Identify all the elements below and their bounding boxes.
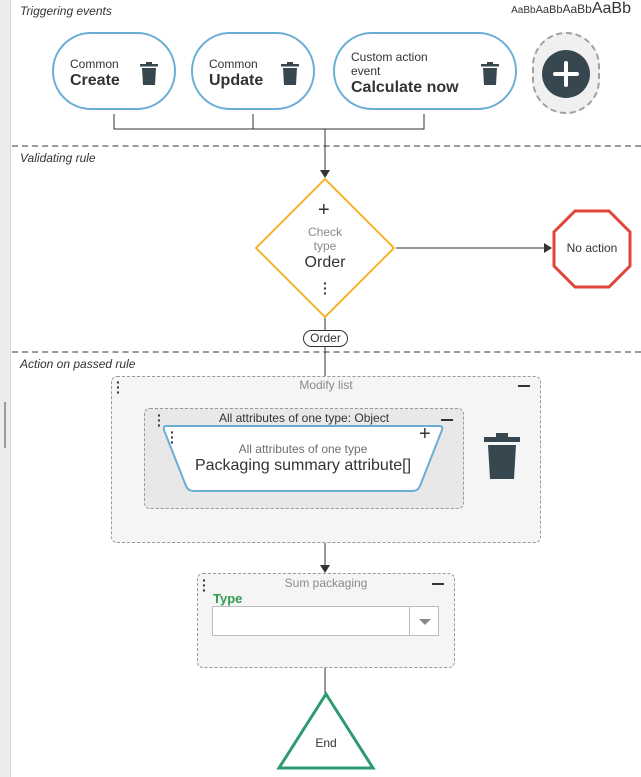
modify-list-title: Modify list bbox=[299, 378, 353, 392]
plus-icon[interactable]: + bbox=[318, 199, 330, 221]
chevron-down-icon[interactable] bbox=[419, 619, 431, 625]
trash-icon[interactable] bbox=[280, 62, 300, 86]
collapse-icon[interactable] bbox=[432, 583, 444, 585]
trigger-name: Create bbox=[70, 72, 120, 89]
section-label-triggering-events: Triggering events bbox=[20, 4, 112, 18]
trigger-create[interactable]: Common Create bbox=[52, 32, 176, 110]
add-trigger-button[interactable] bbox=[532, 32, 600, 114]
check-value: Order bbox=[304, 254, 346, 271]
trash-icon[interactable] bbox=[139, 62, 159, 86]
section-separator bbox=[12, 351, 641, 353]
attribute-node-subtitle: All attributes of one type bbox=[238, 442, 368, 456]
font-size-xlarge[interactable]: AaBb bbox=[591, 0, 631, 17]
end-triangle[interactable] bbox=[276, 691, 376, 771]
type-field-label: Type bbox=[213, 591, 243, 606]
trigger-name: Calculate now bbox=[351, 79, 459, 96]
check-label-line2: type bbox=[313, 239, 337, 253]
trigger-category: Common bbox=[70, 57, 119, 71]
resize-handle[interactable] bbox=[4, 402, 6, 448]
arrowhead bbox=[544, 243, 552, 253]
trigger-category: Common bbox=[209, 57, 258, 71]
attribute-node[interactable] bbox=[160, 422, 446, 494]
trigger-update[interactable]: Common Update bbox=[191, 32, 315, 110]
arrowhead bbox=[320, 170, 330, 178]
font-size-selector: AaBbAaBbAaBbAaBb bbox=[511, 0, 631, 18]
trigger-name: Update bbox=[209, 72, 264, 89]
section-separator bbox=[12, 145, 641, 147]
arrowhead bbox=[320, 565, 330, 573]
left-panel-bar bbox=[0, 0, 11, 777]
select-divider bbox=[409, 607, 410, 635]
font-size-medium[interactable]: AaBb bbox=[535, 4, 563, 16]
trigger-category-line2: event bbox=[351, 64, 381, 78]
trigger-calculate-now[interactable]: Custom action event Calculate now bbox=[333, 32, 517, 110]
kebab-menu-icon[interactable]: ··· bbox=[202, 572, 207, 598]
no-action-label: No action bbox=[566, 241, 618, 255]
end-label: End bbox=[315, 736, 337, 750]
trigger-connector bbox=[113, 114, 425, 130]
order-badge: Order bbox=[303, 330, 348, 347]
collapse-icon[interactable] bbox=[518, 385, 530, 387]
kebab-menu-icon[interactable]: ··· bbox=[323, 275, 328, 301]
section-label-action-on-passed-rule: Action on passed rule bbox=[20, 357, 136, 371]
check-label-line1: Check bbox=[307, 225, 342, 239]
trash-icon[interactable] bbox=[480, 62, 500, 86]
plus-icon[interactable]: + bbox=[419, 423, 431, 445]
trigger-category-line1: Custom action bbox=[351, 50, 428, 64]
sum-packaging-title: Sum packaging bbox=[284, 576, 368, 590]
font-size-large[interactable]: AaBb bbox=[562, 2, 592, 16]
no-action-octagon[interactable] bbox=[552, 209, 632, 289]
type-select[interactable] bbox=[212, 606, 439, 636]
trash-icon[interactable] bbox=[482, 432, 522, 482]
attribute-node-title: Packaging summary attribute[] bbox=[194, 457, 412, 474]
plus-circle-icon bbox=[542, 50, 590, 98]
kebab-menu-icon[interactable]: ··· bbox=[116, 374, 121, 400]
font-size-small[interactable]: AaBb bbox=[511, 5, 536, 16]
kebab-menu-icon[interactable]: ··· bbox=[170, 424, 175, 450]
section-label-validating-rule: Validating rule bbox=[20, 151, 96, 165]
check-diamond[interactable] bbox=[254, 177, 396, 319]
attributes-container-title: All attributes of one type: Object bbox=[218, 411, 390, 425]
kebab-menu-icon[interactable]: ··· bbox=[157, 407, 162, 433]
collapse-icon[interactable] bbox=[441, 419, 453, 421]
